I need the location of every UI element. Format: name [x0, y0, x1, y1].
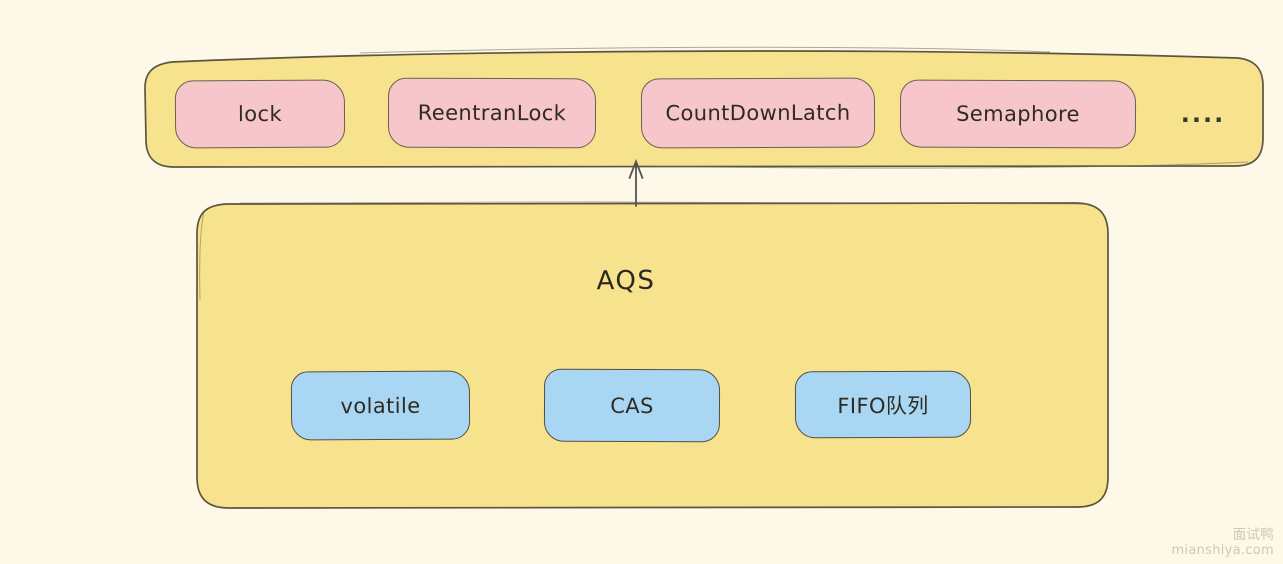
node-reentranlock-label: ReentranLock [417, 100, 567, 126]
node-fifo-queue: FIFO队列 [794, 370, 972, 439]
aqs-group-container [196, 202, 1109, 509]
node-reentranlock: ReentranLock [387, 77, 597, 149]
aqs-group-overstroke [199, 201, 1091, 301]
node-semaphore: Semaphore [899, 79, 1137, 149]
node-fifo-queue-label: FIFO队列 [837, 393, 929, 418]
watermark-brand: 面试鸭 [1232, 527, 1274, 544]
node-semaphore-label: Semaphore [956, 101, 1080, 127]
node-countdownlatch: CountDownLatch [640, 77, 876, 149]
node-volatile: volatile [290, 370, 471, 441]
watermark: 面试鸭 mianshiya.com [1171, 527, 1274, 559]
node-lock: lock [174, 79, 346, 149]
node-lock-label: lock [237, 101, 283, 127]
node-cas: CAS [543, 368, 721, 443]
watermark-site: mianshiya.com [1171, 543, 1274, 559]
node-volatile-label: volatile [340, 393, 421, 418]
top-group-overstroke [359, 46, 1249, 169]
arrow-up-icon [628, 159, 644, 207]
node-countdownlatch-label: CountDownLatch [665, 100, 851, 126]
aqs-group-title: AQS [596, 265, 656, 297]
more-items-ellipsis: .... [1180, 100, 1226, 128]
node-cas-label: CAS [610, 393, 654, 418]
